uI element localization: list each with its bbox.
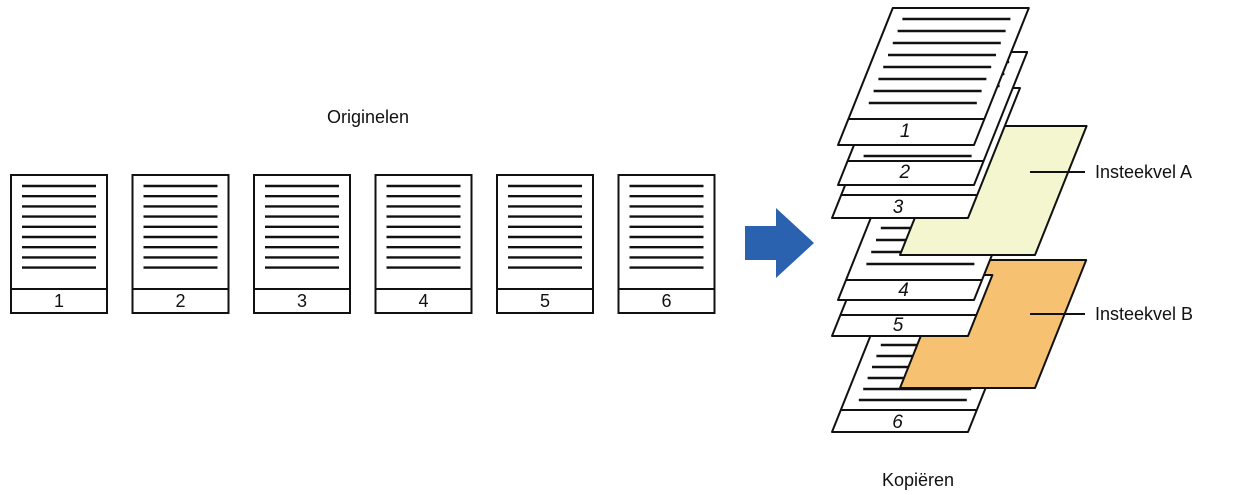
original-page-number: 5 [540,291,550,311]
original-page: 4 [374,174,473,314]
copy-page-number: 1 [900,121,911,142]
copy-page-number: 6 [892,412,903,433]
copies-stack: 6 5 4 3 2 1 [831,7,1088,433]
copies-title: Kopiëren [882,470,954,490]
original-page-number: 2 [175,291,185,311]
copy-page-number: 4 [898,280,909,301]
original-page-number: 1 [54,291,64,311]
copy-page-number: 2 [899,162,911,183]
copy-sheet-1: 1 [837,7,1030,146]
copy-page-number: 3 [893,197,904,218]
insert-a-label: Insteekvel A [1095,162,1192,182]
original-page-number: 3 [297,291,307,311]
original-page: 5 [496,174,594,314]
originals-row: 1 2 3 4 5 6 [10,174,716,314]
original-page-number: 6 [661,291,671,311]
arrow-right-icon [745,208,814,278]
original-page: 1 [10,174,108,314]
insert-b-label: Insteekvel B [1095,304,1193,324]
original-page: 2 [131,174,230,314]
original-page: 3 [253,174,351,314]
originals-title: Originelen [327,107,409,127]
copy-page-number: 5 [893,315,904,336]
original-page-number: 4 [418,291,428,311]
original-page: 6 [617,174,716,314]
